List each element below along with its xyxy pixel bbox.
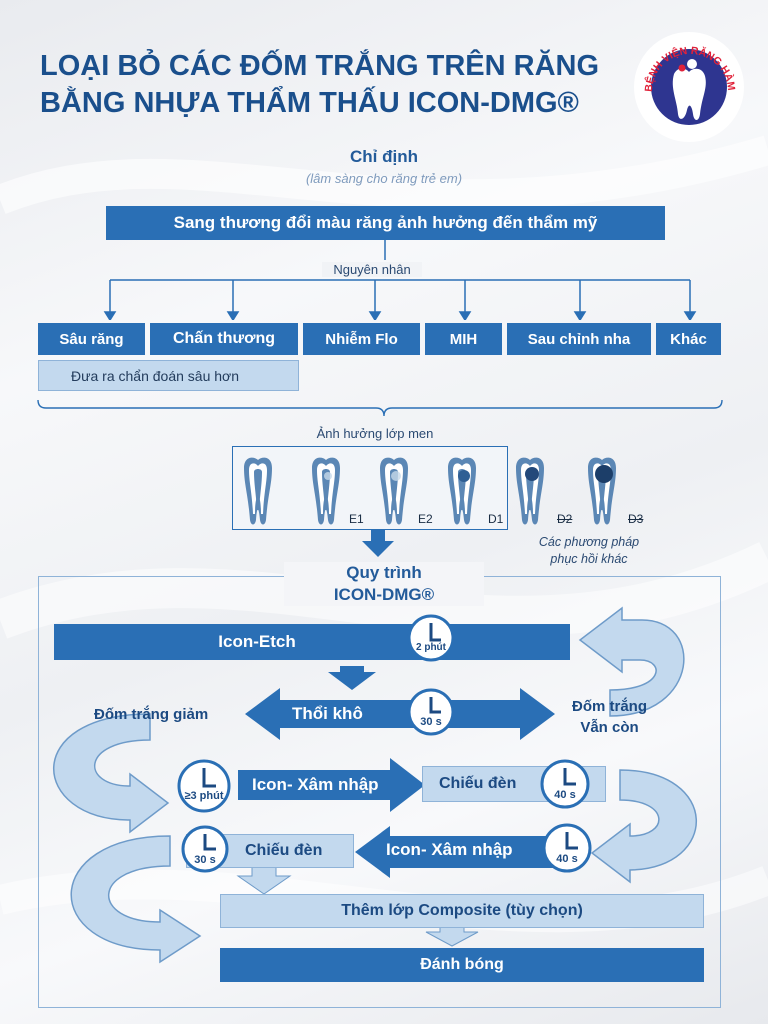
icon-etch-label: Icon-Etch [218, 632, 296, 651]
cause-other: Khác [656, 323, 721, 355]
clock-dry-time: 30 s [420, 716, 442, 728]
composite-bar: Thêm lớp Composite (tùy chọn) [220, 894, 704, 928]
title-line2: BẰNG NHỰA THẨM THẤU ICON-DMG® [40, 87, 579, 119]
clock-icon [407, 688, 455, 736]
clock-infiltrate1-time: ≥3 phút [184, 790, 224, 802]
clock-light1-time: 40 s [554, 789, 576, 801]
clock-icon [542, 823, 592, 873]
infiltrate2-label: Icon- Xâm nhập [386, 840, 513, 859]
clock-light1: 40 s [539, 758, 591, 810]
teeth-illustration [244, 457, 616, 525]
spots-remain-line2: Vẫn còn [580, 719, 639, 736]
clock-infiltrate1: ≥3 phút [176, 758, 232, 814]
cause-trauma: Chấn thương [150, 323, 298, 355]
tooth-label-e2: E2 [418, 512, 433, 526]
down-arrow-to-process [362, 530, 394, 557]
process-title-line2: ICON-DMG® [333, 585, 435, 604]
clock-icon [181, 825, 229, 873]
title-line1: LOẠI BỎ CÁC ĐỐM TRẮNG TRÊN RĂNG [40, 50, 600, 82]
spots-remain-line1: Đốm trắng [572, 698, 647, 715]
cause-connectors [103, 240, 697, 320]
main-lesion-bar: Sang thương đổi màu răng ảnh hưởng đến t… [106, 206, 665, 240]
clock-etch: 2 phút [407, 614, 455, 662]
tooth-label-d1: D1 [488, 512, 504, 526]
clock-icon [540, 759, 590, 809]
cause-caries: Sâu răng [38, 323, 145, 355]
enamel-label: Ảnh hưởng lớp men [316, 426, 434, 441]
spots-remain-label: Đốm trắng Vẫn còn [572, 696, 647, 738]
dry-label: Thổi khô [292, 704, 363, 723]
spots-reduced-label: Đốm trắng giảm [94, 706, 209, 723]
tooth-label-d3: D3 [628, 512, 644, 526]
clock-dry: 30 s [407, 688, 455, 736]
tooth-label-d2: D2 [557, 512, 573, 526]
clock-infiltrate2-time: 40 s [556, 853, 578, 865]
polish-bar: Đánh bóng [220, 948, 704, 982]
icon-etch-bar: Icon-Etch [54, 624, 570, 660]
clock-icon [407, 614, 455, 662]
indication-title: Chỉ định [350, 147, 418, 166]
deeper-diagnosis-box: Đưa ra chẩn đoán sâu hơn [38, 360, 299, 391]
clock-light2-time: 30 s [194, 854, 216, 866]
light2-label: Chiếu đèn [245, 842, 323, 859]
light1-label: Chiếu đèn [439, 775, 517, 792]
composite-label: Thêm lớp Composite (tùy chọn) [341, 902, 583, 919]
brace-line [37, 399, 723, 417]
page-title: LOẠI BỎ CÁC ĐỐM TRẮNG TRÊN RĂNG BẰNG NHỰ… [40, 48, 620, 122]
hospital-logo: BỆNH VIỆN RĂNG HÀM MẶT TRUNG ƯƠNG [632, 30, 744, 142]
process-title-line1: Quy trình [346, 563, 422, 582]
cause-orthodontic: Sau chỉnh nha [507, 323, 651, 355]
cause-mih: MIH [425, 323, 502, 355]
clock-infiltrate2: 40 s [541, 822, 593, 874]
process-title: Quy trình ICON-DMG® [284, 562, 484, 606]
infiltrate1-label: Icon- Xâm nhập [252, 775, 379, 794]
indication-subtitle: (lâm sàng cho răng trẻ em) [305, 171, 463, 186]
cause-fluorosis: Nhiễm Flo [303, 323, 420, 355]
clock-light2: 30 s [180, 824, 230, 874]
tooth-label-e1: E1 [349, 512, 364, 526]
other-methods-note: Các phương pháp phục hồi khác [538, 535, 640, 566]
cause-label: Nguyên nhân [322, 262, 422, 277]
clock-icon [177, 759, 231, 813]
clock-etch-time: 2 phút [416, 642, 446, 653]
